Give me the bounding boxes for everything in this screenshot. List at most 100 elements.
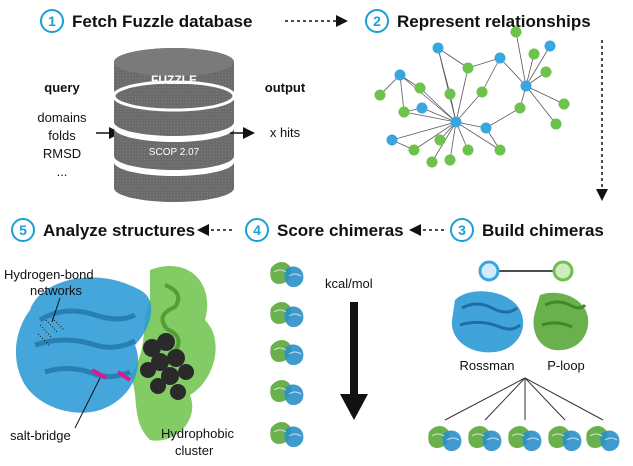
fan-line — [524, 377, 604, 421]
hbond-label-line1: Hydrogen-bond — [4, 267, 94, 282]
network-node-green — [398, 106, 410, 118]
network-node-blue — [450, 116, 462, 128]
saltbridge-label: salt-bridge — [10, 428, 71, 443]
step-5-number: 5 — [19, 222, 27, 238]
network-node-green — [426, 156, 438, 168]
step-1-header: 1 Fetch Fuzzle database — [40, 9, 252, 33]
network-node-green — [540, 66, 552, 78]
built-chimera-4 — [548, 426, 582, 452]
network-node-blue — [520, 80, 532, 92]
fan-line — [524, 377, 566, 421]
step-4-number: 4 — [253, 222, 261, 238]
hydrophobic-label-line1: Hydrophobic — [161, 426, 234, 441]
network-node-green — [374, 89, 386, 101]
output-value: x hits — [270, 125, 301, 140]
network-node-green — [444, 154, 456, 166]
network-edge — [481, 57, 501, 93]
network-edge — [413, 121, 457, 151]
network-node-green — [558, 98, 570, 110]
network-node-green — [414, 82, 426, 94]
fold-pair — [478, 260, 574, 282]
relationship-network — [374, 26, 570, 168]
network-edge — [391, 121, 457, 141]
network-node-blue — [480, 122, 492, 134]
network-edge — [525, 45, 551, 87]
step-5-title: Analyze structures — [43, 221, 195, 240]
network-edge — [399, 74, 457, 123]
step-4-badge — [245, 218, 269, 242]
step-3-number: 3 — [458, 222, 466, 238]
query-block: query domains folds RMSD ... — [37, 80, 87, 179]
query-item-ellipsis: ... — [57, 164, 68, 179]
network-edge — [485, 107, 521, 129]
fan-line — [444, 377, 526, 421]
network-node-green — [514, 102, 526, 114]
network-edge — [525, 85, 565, 105]
network-node-blue — [544, 40, 556, 52]
scored-chimera-4 — [270, 380, 304, 406]
network-edge — [455, 121, 501, 151]
network-edge — [455, 67, 469, 123]
step-5-badge — [11, 218, 35, 242]
step-1-number: 1 — [48, 13, 56, 29]
network-edge — [467, 57, 501, 69]
fuzzle-database: FUZZLE SCOP 2.07 — [112, 48, 236, 202]
hbond-pointer — [51, 297, 61, 323]
scored-chimera-1 — [270, 262, 304, 288]
network-node-green — [462, 62, 474, 74]
ploop-structure — [533, 292, 589, 351]
network-node-blue — [394, 69, 406, 81]
salt-bridge-residues — [91, 368, 132, 382]
network-edge — [515, 31, 527, 87]
hydrophobic-label-line2: cluster — [175, 443, 214, 458]
step-3-badge — [450, 218, 474, 242]
network-node-blue — [494, 52, 506, 64]
fan-line — [484, 377, 526, 421]
database-name: FUZZLE — [151, 73, 197, 87]
query-heading: query — [44, 80, 80, 95]
hydrophobic-spheres — [140, 333, 194, 400]
saltbridge-pointer — [74, 377, 101, 429]
step-5-header: 5 Analyze structures — [11, 218, 195, 242]
built-chimera-list — [428, 426, 620, 452]
network-edge — [421, 107, 457, 123]
network-node-green — [462, 144, 474, 156]
built-chimera-3 — [508, 426, 542, 452]
network-edge — [499, 57, 527, 87]
step-4-title: Score chimeras — [277, 221, 404, 240]
network-node-green — [408, 144, 420, 156]
output-block: output x hits — [265, 80, 306, 140]
network-node-green — [550, 118, 562, 130]
network-edge — [403, 111, 457, 123]
network-edge — [449, 121, 457, 161]
step-2-header: 2 Represent relationships — [365, 9, 591, 33]
scored-chimera-3 — [270, 340, 304, 366]
scored-chimera-2 — [270, 302, 304, 328]
network-node-green — [444, 88, 456, 100]
network-edge — [399, 74, 405, 113]
scored-chimera-list — [270, 262, 304, 448]
score-unit: kcal/mol — [325, 276, 373, 291]
rossman-label: Rossman — [460, 358, 515, 373]
network-edge — [419, 87, 457, 123]
built-chimera-2 — [468, 426, 502, 452]
network-edge — [437, 47, 451, 95]
network-edge — [525, 85, 557, 125]
step-3-title: Build chimeras — [482, 221, 604, 240]
chimera-fan-lines — [444, 377, 604, 421]
rossman-structure — [451, 291, 524, 353]
network-node-blue — [432, 42, 444, 54]
step-2-badge — [365, 9, 389, 33]
step-1-title: Fetch Fuzzle database — [72, 12, 252, 31]
network-node-green — [528, 48, 540, 60]
network-edge — [437, 47, 469, 69]
step-4-header: 4 Score chimeras — [245, 218, 404, 242]
network-edge — [455, 91, 483, 123]
network-node-blue — [386, 134, 398, 146]
protein-structure — [15, 266, 216, 441]
network-node-green — [494, 144, 506, 156]
ploop-label: P-loop — [547, 358, 585, 373]
hbond-label-line2: networks — [30, 283, 83, 298]
ploop-node — [552, 260, 574, 282]
query-item-domains: domains — [37, 110, 87, 125]
